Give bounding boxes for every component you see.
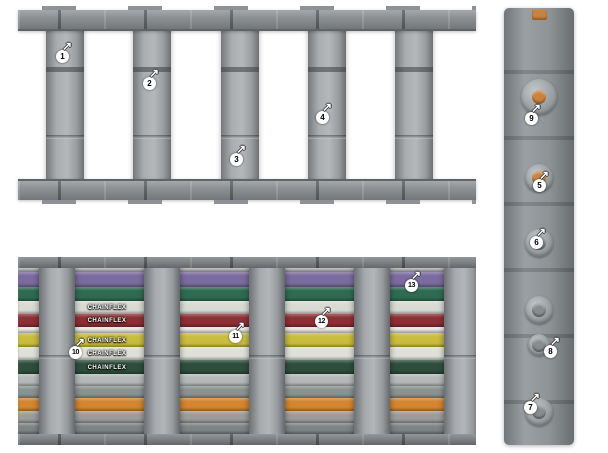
chain-top-view	[18, 6, 476, 204]
cable-brand-label: CHAINFLEX	[87, 305, 127, 311]
callout-arrow-icon: ↗	[530, 390, 541, 404]
chain-crossbar	[308, 26, 346, 184]
callout-marker-8[interactable]: ↗ 8	[544, 334, 560, 358]
cable-brand-label: CHAINFLEX	[87, 351, 127, 357]
callout-arrow-icon: ↗	[550, 334, 561, 348]
callout-marker-1[interactable]: ↗ 1	[56, 39, 72, 63]
callout-arrow-icon: ↗	[411, 268, 422, 282]
chain-cable-view: CHAINFLEX CHAINFLEX CHAINFLEX CHAINFLEX …	[18, 257, 476, 445]
callout-marker-2[interactable]: ↗ 2	[143, 66, 159, 90]
callout-marker-5[interactable]: ↗ 5	[533, 168, 549, 192]
callout-arrow-icon: ↗	[235, 319, 246, 333]
callout-number: 8	[544, 345, 557, 358]
cable-stripe	[18, 374, 476, 386]
cable-brand-label: CHAINFLEX	[87, 318, 127, 324]
callout-marker-12[interactable]: ↗ 12	[315, 304, 331, 328]
callout-arrow-icon: ↗	[236, 142, 247, 156]
chain-crossbar	[354, 261, 390, 441]
callout-marker-7[interactable]: ↗ 7	[524, 390, 540, 414]
cable-stripe	[18, 423, 476, 434]
callout-number: 10	[69, 346, 82, 359]
callout-arrow-icon: ↗	[536, 225, 547, 239]
callout-marker-6[interactable]: ↗ 6	[530, 225, 546, 249]
chain-pin	[532, 90, 546, 104]
cable-stripe	[18, 327, 476, 333]
cable-stripe	[18, 398, 476, 411]
cable-stripe	[18, 411, 476, 423]
callout-number: 12	[315, 315, 328, 328]
callout-number: 7	[524, 401, 537, 414]
callout-number: 4	[316, 111, 329, 124]
callout-number: 13	[405, 279, 418, 292]
callout-arrow-icon: ↗	[149, 66, 160, 80]
callout-arrow-icon: ↗	[539, 168, 550, 182]
chain-crossbar	[444, 261, 476, 441]
chain-crossbar	[144, 261, 180, 441]
callout-marker-3[interactable]: ↗ 3	[230, 142, 246, 166]
cable-brand-label: CHAINFLEX	[87, 365, 127, 371]
chain-link-joint	[525, 296, 553, 324]
callout-number: 3	[230, 153, 243, 166]
callout-arrow-icon: ↗	[321, 304, 332, 318]
chain-mount-tab	[532, 10, 547, 20]
cable-stripe	[18, 268, 476, 272]
cable-brand-label: CHAINFLEX	[87, 338, 127, 344]
callout-marker-13[interactable]: ↗ 13	[405, 268, 421, 292]
callout-number: 2	[143, 77, 156, 90]
cable-stripe	[18, 386, 476, 398]
callout-marker-4[interactable]: ↗ 4	[316, 100, 332, 124]
callout-number: 6	[530, 236, 543, 249]
chain-side-rail-upper	[18, 6, 476, 31]
callout-arrow-icon: ↗	[531, 101, 542, 115]
chain-link-joint	[521, 79, 557, 115]
chain-side-view	[504, 8, 574, 445]
callout-arrow-icon: ↗	[75, 335, 86, 349]
chain-side-rail-lower	[18, 434, 476, 445]
chain-pin	[532, 338, 546, 352]
callout-arrow-icon: ↗	[322, 100, 333, 114]
callout-marker-11[interactable]: ↗ 11	[229, 319, 245, 343]
chain-crossbar	[395, 26, 433, 184]
chain-crossbar	[133, 26, 171, 184]
chain-side-rail-upper	[18, 257, 476, 268]
chain-crossbar	[249, 261, 285, 441]
callout-marker-10[interactable]: ↗ 10	[69, 335, 85, 359]
callout-number: 1	[56, 50, 69, 63]
chain-side-rail-lower	[18, 179, 476, 204]
callout-number: 11	[229, 330, 242, 343]
callout-marker-9[interactable]: ↗ 9	[525, 101, 541, 125]
callout-arrow-icon: ↗	[62, 39, 73, 53]
callout-number: 9	[525, 112, 538, 125]
chain-pin	[532, 303, 546, 317]
callout-number: 5	[533, 179, 546, 192]
